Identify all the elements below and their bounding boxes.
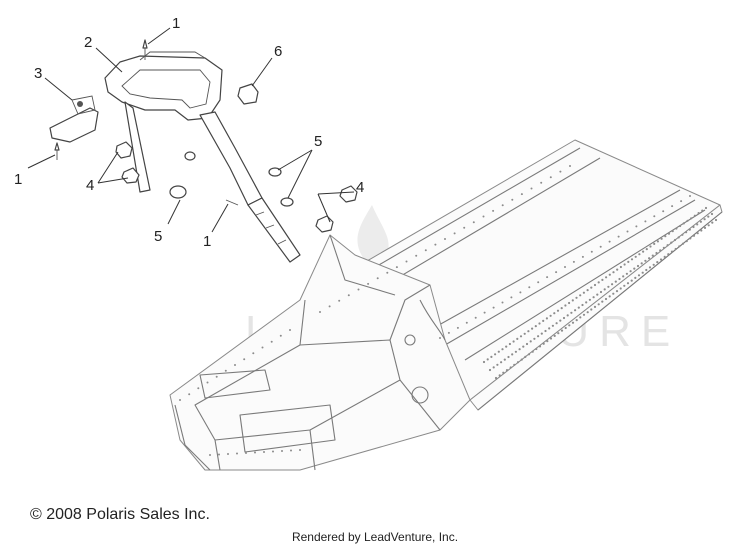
- grab-handle-part: [104, 51, 301, 263]
- callout-5: 5: [154, 228, 162, 245]
- callout-4: 4: [86, 177, 94, 194]
- chassis-frame: [169, 139, 723, 471]
- callout-3: 3: [34, 65, 42, 82]
- callout-2: 2: [84, 34, 92, 51]
- callout-4: 4: [356, 179, 364, 196]
- callout-1: 1: [203, 233, 211, 250]
- callout-6: 6: [274, 43, 282, 60]
- callout-labels: 1 2 3 6 1 4 5 5 1 4: [14, 15, 364, 250]
- leader-lines: [27, 27, 355, 233]
- bracket-part: [49, 95, 99, 143]
- rivet-pattern: [179, 165, 718, 456]
- callout-5: 5: [314, 133, 322, 150]
- callout-1: 1: [172, 15, 180, 32]
- callout-1: 1: [14, 171, 22, 188]
- rendered-by-text: Rendered by LeadVenture, Inc.: [291, 530, 459, 544]
- copyright-text: © 2008 Polaris Sales Inc.: [30, 506, 210, 523]
